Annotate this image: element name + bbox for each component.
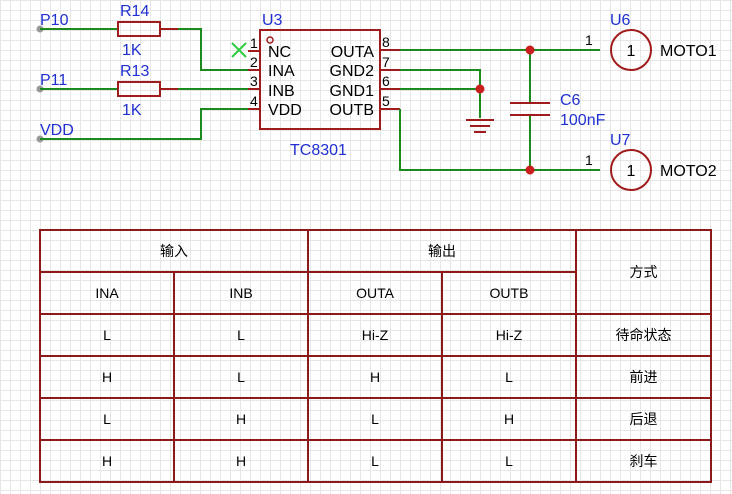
column-header-outb: OUTB [441, 271, 577, 315]
ic-pin5-number: 5 [382, 93, 390, 109]
table-cell: H [39, 439, 175, 483]
ic-pin2-number: 2 [250, 54, 258, 70]
connector-u6-circle-label: 1 [627, 43, 636, 60]
junction-dot [525, 45, 535, 55]
header-output: 输出 [307, 229, 577, 273]
resistor-r13 [117, 81, 161, 97]
ground-icon [466, 119, 494, 133]
resistor-r14 [117, 21, 161, 37]
header-input: 输入 [39, 229, 309, 273]
connector-u6-ref: U6 [610, 12, 631, 29]
ic-pin7-name: GND2 [330, 63, 375, 80]
table-row: L L Hi-Z Hi-Z 待命状态 [39, 313, 712, 357]
table-cell: H [441, 397, 577, 441]
no-connect-icon [231, 42, 247, 58]
ic-pin4-name: VDD [268, 102, 302, 119]
ic-pin6-number: 6 [382, 73, 390, 89]
ic-ref: U3 [262, 12, 283, 29]
table-cell: L [173, 313, 309, 357]
net-label-p10: P10 [40, 12, 69, 29]
resistor-r13-value: 1K [122, 102, 142, 119]
net-label-p11: P11 [40, 72, 67, 89]
resistor-r14-value: 1K [122, 42, 142, 59]
column-header-outa: OUTA [307, 271, 443, 315]
connector-u6-pin: 1 [585, 32, 593, 48]
table-cell: Hi-Z [441, 313, 577, 357]
connector-u6-net: MOTO1 [660, 43, 717, 60]
table-cell: 前进 [575, 355, 712, 399]
ic-pin1-number: 1 [250, 35, 258, 51]
ic-body [259, 29, 381, 130]
table-cell: Hi-Z [307, 313, 443, 357]
table-cell: L [441, 355, 577, 399]
net-label-vdd: VDD [40, 122, 74, 139]
schematic-diagram: P10 R14 1K P11 R13 1K VDD U3 TC8301 1 2 … [36, 3, 717, 191]
connector-u6-circle [610, 29, 652, 71]
table-cell: 后退 [575, 397, 712, 441]
capacitor-ref: C6 [560, 92, 581, 109]
table-cell: H [173, 439, 309, 483]
ic-pin5-name: OUTB [330, 102, 374, 119]
table-cell: L [39, 313, 175, 357]
header-mode: 方式 [575, 229, 712, 315]
junction-dot [525, 165, 535, 175]
table-group-header-row: 输入 输出 方式 [39, 229, 712, 315]
ic-pin1-marker [266, 36, 274, 44]
ic-pin6-name: GND1 [330, 83, 375, 100]
resistor-r13-ref: R13 [120, 63, 149, 80]
ic-pin1-name: NC [268, 44, 291, 61]
table-column-header-row: INA INB OUTA OUTB [39, 271, 711, 315]
table-cell: H [39, 355, 175, 399]
table-cell: 待命状态 [575, 313, 712, 357]
junction-dot [475, 84, 485, 94]
table-cell: L [307, 439, 443, 483]
column-header-ina: INA [39, 271, 175, 315]
resistor-r14-ref: R14 [120, 3, 149, 20]
table-cell: H [173, 397, 309, 441]
ic-part-number: TC8301 [290, 142, 347, 159]
ic-pin2-name: INA [268, 63, 295, 80]
connector-u7-net: MOTO2 [660, 163, 717, 180]
connector-u7-ref: U7 [610, 132, 631, 149]
connector-u7-circle [610, 149, 652, 191]
truth-table: 输入 输出 方式 INA INB OUTA OUTB L L Hi-Z Hi-Z… [39, 229, 712, 483]
table-cell: L [441, 439, 577, 483]
ic-pin8-number: 8 [382, 34, 390, 50]
ic-pin3-number: 3 [250, 73, 258, 89]
table-cell: L [307, 397, 443, 441]
table-row: H L H L 前进 [39, 355, 712, 399]
wire-r14-ina [178, 28, 248, 71]
ic-pin3-name: INB [268, 83, 295, 100]
column-header-inb: INB [173, 271, 309, 315]
ic-pin8-name: OUTA [331, 44, 375, 61]
capacitor-value: 100nF [560, 112, 606, 129]
ic-pin4-number: 4 [250, 93, 258, 109]
connector-u7-pin: 1 [585, 152, 593, 168]
connector-u7-circle-label: 1 [627, 163, 636, 180]
table-row: L H L H 后退 [39, 397, 712, 441]
table-row: H H L L 刹车 [39, 439, 712, 483]
table-cell: H [307, 355, 443, 399]
wire-gnd2 [400, 69, 481, 89]
table-cell: 刹车 [575, 439, 712, 483]
table-cell: L [39, 397, 175, 441]
wire-vdd [40, 108, 248, 140]
ic-pin7-number: 7 [382, 54, 390, 70]
table-cell: L [173, 355, 309, 399]
